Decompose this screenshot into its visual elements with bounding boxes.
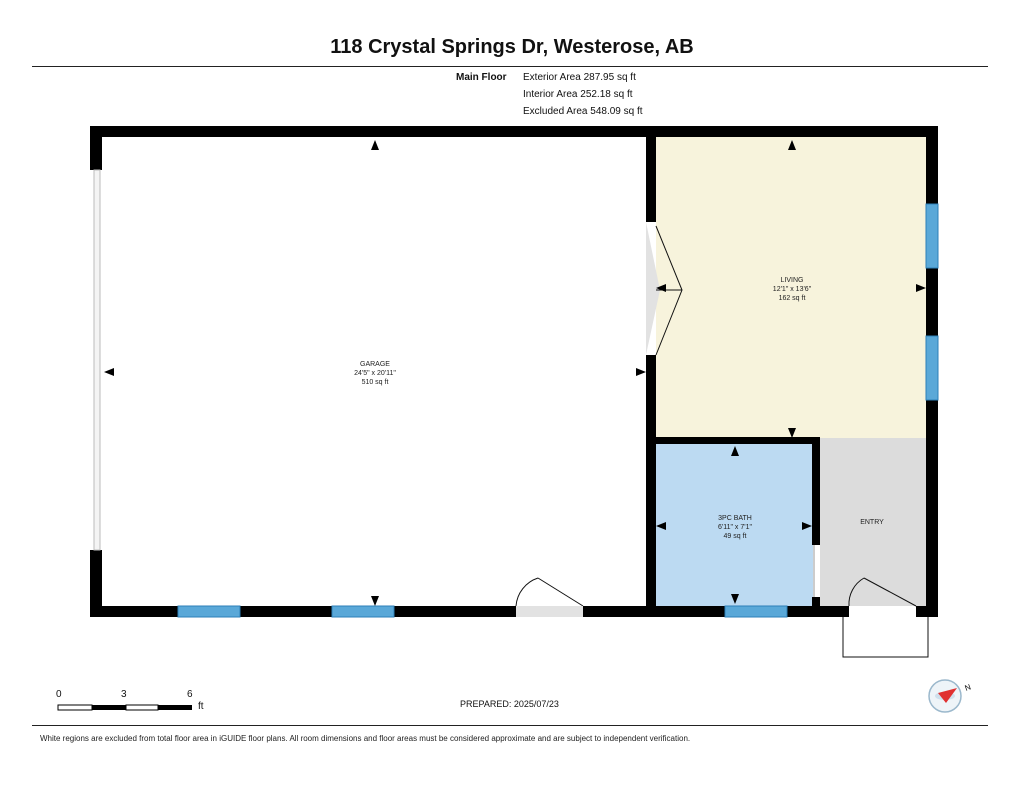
scale-tick-6: 6 xyxy=(187,689,193,700)
living-dims: 12'1" x 13'6" xyxy=(773,286,812,293)
scale-tick-0: 0 xyxy=(56,689,62,700)
bath-area: 49 sq ft xyxy=(724,533,747,540)
door-swings xyxy=(515,225,929,658)
floor-label: Main Floor xyxy=(456,72,507,83)
living-area: 162 sq ft xyxy=(779,295,806,302)
living-room xyxy=(656,137,930,438)
bath-room xyxy=(656,443,813,606)
page-title: 118 Crystal Springs Dr, Westerose, AB xyxy=(330,36,694,58)
scale-unit: ft xyxy=(198,701,204,712)
living-name: LIVING xyxy=(781,277,804,284)
footer-rule xyxy=(32,725,988,726)
interior-area: Interior Area 252.18 sq ft xyxy=(523,89,633,100)
entry-name: ENTRY xyxy=(860,519,884,526)
exterior-area: Exterior Area 287.95 sq ft xyxy=(523,72,636,83)
compass-north-label: N xyxy=(964,682,973,693)
bath-dims: 6'11" x 7'1" xyxy=(718,524,752,531)
walls xyxy=(90,126,938,617)
bath-name: 3PC BATH xyxy=(718,515,752,522)
garage-overhead-door xyxy=(93,169,101,551)
garage-name: GARAGE xyxy=(360,361,390,368)
compass-icon xyxy=(928,679,962,713)
garage-dims: 24'5" x 20'11" xyxy=(354,370,396,377)
header-rule xyxy=(32,66,988,67)
garage-area: 510 sq ft xyxy=(362,379,389,386)
prepared-date: PREPARED: 2025/07/23 xyxy=(460,699,559,709)
scale-bar xyxy=(57,704,192,711)
windows xyxy=(177,203,939,618)
entry-room xyxy=(820,438,930,606)
dimension-arrows xyxy=(104,140,926,606)
excluded-area: Excluded Area 548.09 sq ft xyxy=(523,106,643,117)
scale-tick-3: 3 xyxy=(121,689,127,700)
disclaimer: White regions are excluded from total fl… xyxy=(40,734,691,743)
garage-door-swing-area xyxy=(646,222,660,355)
